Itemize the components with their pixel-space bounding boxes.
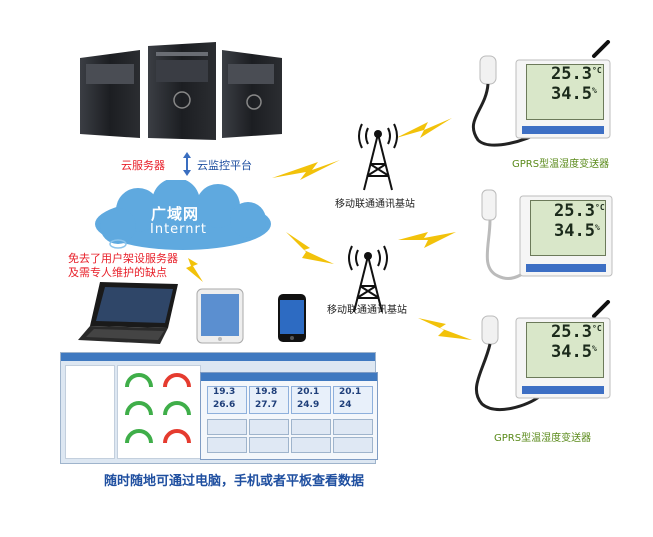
reading-r1-2: 19.8 <box>255 387 278 397</box>
caption: 随时随地可通过电脑，手机或者平板查看数据 <box>104 474 365 489</box>
reading-r1-4: 20.1 <box>339 387 362 397</box>
base-station-label-1: 移动联通通讯基站 <box>335 199 415 210</box>
wan-label: 广域网 <box>151 205 200 223</box>
sensor-device-3: 25.3 °C 34.5 % <box>468 300 618 420</box>
base-station-label-2: 移动联通通讯基站 <box>327 305 407 316</box>
transmitter-label-1: GPRS型温湿度变送器 <box>512 159 610 170</box>
gauges <box>125 373 191 444</box>
reading-r1-3: 20.1 <box>297 387 320 397</box>
device-1-hum-unit: % <box>592 86 597 95</box>
transmitter-label-2: GPRS型温湿度变送器 <box>494 433 592 444</box>
device-2-temp: 25.3 <box>554 201 595 221</box>
reading-r2-4: 24 <box>339 400 352 410</box>
sensor-device-1: 25.3 °C 34.5 % <box>468 40 618 150</box>
lightning-icon <box>286 232 334 264</box>
arrow-updown-icon <box>183 152 191 176</box>
advantage-line-2: 及需专人维护的缺点 <box>68 266 167 279</box>
laptop-icon <box>78 282 178 344</box>
cloud-platform-label: 云监控平台 <box>197 159 252 172</box>
device-1-temp: 25.3 <box>551 64 592 84</box>
device-2-temp-unit: °C <box>595 203 605 212</box>
lightning-icon <box>186 258 203 282</box>
device-3-hum: 34.5 <box>551 342 592 362</box>
internet-label: Internrt <box>150 222 207 237</box>
device-3-temp: 25.3 <box>551 322 592 342</box>
reading-r2-2: 27.7 <box>255 400 278 410</box>
reading-r2-1: 26.6 <box>213 400 236 410</box>
tower-icon <box>358 123 398 191</box>
device-1-hum: 34.5 <box>551 84 592 104</box>
cloud-server-label: 云服务器 <box>121 159 165 172</box>
tower-icon <box>348 245 388 313</box>
reading-r1-1: 19.3 <box>213 387 236 397</box>
phone-icon <box>278 294 306 342</box>
server-icon <box>80 42 282 140</box>
reading-r2-3: 24.9 <box>297 400 320 410</box>
lightning-icon <box>396 118 452 138</box>
sensor-device-2: 25.3 °C 34.5 % <box>470 184 620 294</box>
device-2-hum-unit: % <box>595 223 600 232</box>
cloud-icon <box>95 180 271 250</box>
lightning-icon <box>418 318 472 340</box>
device-2-hum: 34.5 <box>554 221 595 241</box>
lightning-icon <box>398 232 456 248</box>
readings-panel: 19.3 19.8 20.1 20.1 26.6 27.7 24.9 24 <box>200 372 378 460</box>
lightning-icon <box>272 160 340 180</box>
tablet-icon <box>196 288 244 344</box>
advantage-line-1: 免去了用户架设服务器 <box>68 252 178 265</box>
device-3-temp-unit: °C <box>592 324 602 333</box>
device-3-hum-unit: % <box>592 344 597 353</box>
device-1-temp-unit: °C <box>592 66 602 75</box>
